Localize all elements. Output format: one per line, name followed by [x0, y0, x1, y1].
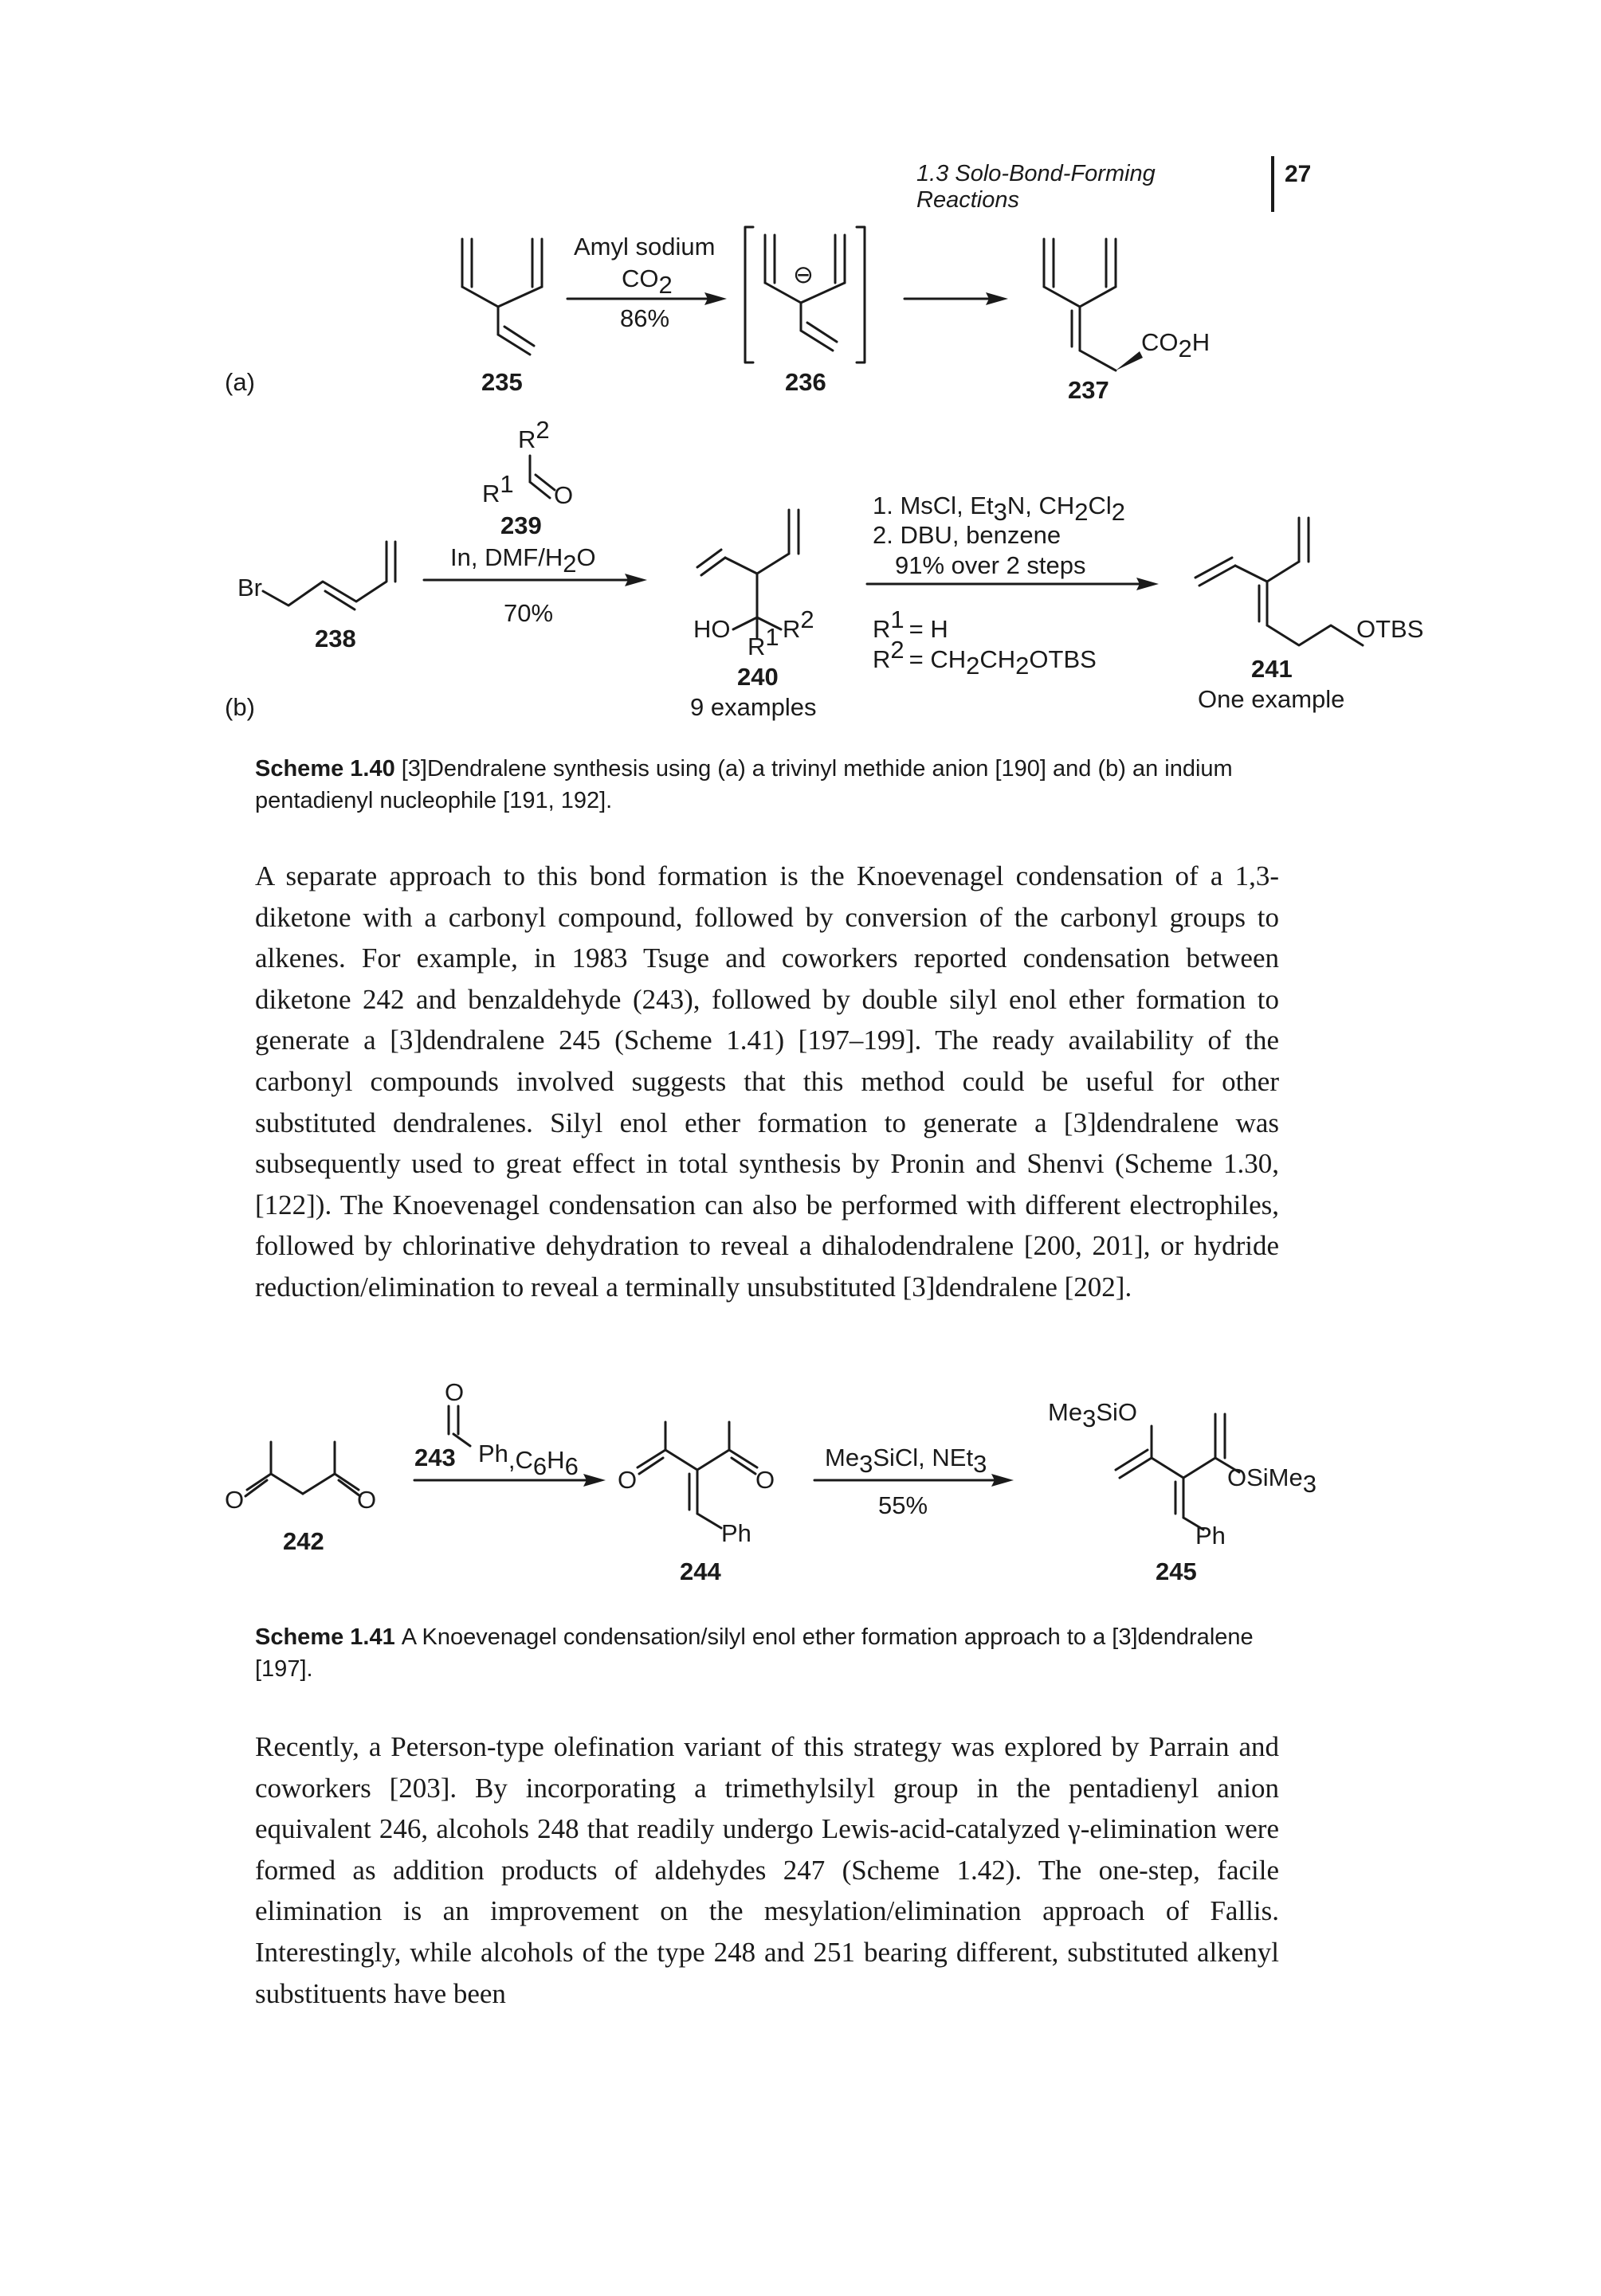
yield-c: 55%	[878, 1491, 928, 1519]
compound-243-label: 243	[414, 1444, 456, 1471]
paragraph-1-text: A separate approach to this bond formati…	[255, 860, 1279, 1303]
compound-244-label: 244	[680, 1557, 721, 1585]
examples-240: 9 examples	[690, 693, 817, 721]
oxygen-244-right: O	[755, 1466, 775, 1494]
scheme-1-41: O O 242 O 243 Ph,C6H6 O O Ph 244 Me3SiCl…	[225, 1378, 1317, 1585]
compound-237-label: 237	[1068, 376, 1109, 404]
step-1: 1. MsCl, Et3N, CH2Cl2	[873, 492, 1125, 526]
co2h-group: CO2H	[1141, 328, 1210, 362]
header-rule	[1271, 156, 1274, 212]
oxygen-239: O	[554, 481, 573, 509]
r2-label-239: R2	[518, 416, 550, 453]
reagent-amyl-sodium: Amyl sodium	[574, 233, 715, 261]
structure-237	[1042, 237, 1117, 372]
paragraph-2: Recently, a Peterson-type olefination va…	[255, 1726, 1279, 2014]
structure-238	[261, 540, 397, 611]
paragraph-2-text: Recently, a Peterson-type olefination va…	[255, 1731, 1279, 2009]
structure-239	[528, 454, 556, 500]
bond-243	[452, 1432, 472, 1448]
compound-236-label: 236	[785, 368, 826, 396]
page-number: 27	[1285, 161, 1312, 187]
arrowhead-a1	[704, 292, 727, 305]
step-2: 2. DBU, benzene	[873, 521, 1061, 549]
phenyl-245: Ph	[1195, 1522, 1226, 1550]
reagent-tmscl: Me3SiCl, NEt3	[825, 1444, 987, 1478]
compound-235-label: 235	[481, 368, 523, 396]
structure-242	[244, 1440, 362, 1498]
reagent-indium: In, DMF/H2O	[450, 543, 596, 578]
arrowhead-c1	[583, 1474, 606, 1487]
structure-236	[744, 225, 866, 364]
yield-b: 70%	[504, 599, 553, 627]
compound-242-label: 242	[283, 1527, 324, 1555]
r2-label-240: R2	[783, 605, 814, 643]
compound-241-label: 241	[1251, 655, 1293, 683]
oxygen-242-left: O	[225, 1486, 244, 1514]
r2-definition: R2= CH2CH2OTBS	[873, 636, 1097, 680]
oxygen-242-right: O	[357, 1486, 376, 1514]
examples-241: One example	[1198, 685, 1344, 713]
part-b-label: (b)	[225, 693, 255, 721]
yield-a: 86%	[620, 304, 669, 332]
structure-245	[1114, 1412, 1241, 1531]
scheme-1-40: (a) 235 Amyl sodium CO2 86% ⊖ 236 CO2H 2…	[225, 225, 1423, 721]
wedge-bond-237	[1116, 351, 1143, 370]
section-title: 1.3 Solo-Bond-Forming Reactions	[916, 161, 1156, 213]
osime3-245: OSiMe3	[1227, 1463, 1317, 1498]
compound-239-label: 239	[500, 511, 542, 539]
trimethylsilyloxy-245: Me3SiO	[1048, 1398, 1137, 1432]
caption-label: Scheme 1.40	[255, 756, 395, 782]
r1-definition: R1= H	[873, 605, 948, 643]
anion-symbol: ⊖	[793, 261, 814, 288]
phenyl-243: Ph,C6H6	[478, 1440, 579, 1480]
r1-label-239: R1	[482, 470, 514, 507]
phenyl-244: Ph	[721, 1519, 751, 1547]
scheme-1-40-caption: Scheme 1.40[3]Dendralene synthesis using…	[255, 753, 1283, 817]
caption-text: [3]Dendralene synthesis using (a) a triv…	[255, 756, 1233, 813]
arrowhead-a2	[986, 292, 1008, 305]
r1-label-240: R1	[748, 623, 779, 660]
part-a-label: (a)	[225, 368, 255, 396]
compound-245-label: 245	[1156, 1557, 1197, 1585]
oxygen-244-left: O	[618, 1466, 637, 1494]
paragraph-1: A separate approach to this bond formati…	[255, 856, 1279, 1308]
structure-241	[1194, 516, 1364, 647]
arrowhead-b2	[1136, 578, 1159, 590]
arrowhead-c2	[991, 1474, 1014, 1487]
structure-244	[636, 1420, 759, 1530]
step-3: 91% over 2 steps	[895, 551, 1086, 579]
otbs-241: OTBS	[1356, 615, 1423, 643]
hydroxyl-240: HO	[693, 615, 731, 643]
oxygen-243: O	[445, 1378, 464, 1406]
arrowhead-b1	[625, 574, 647, 586]
caption-label: Scheme 1.41	[255, 1624, 395, 1650]
running-header: 1.3 Solo-Bond-Forming Reactions 27	[916, 156, 1355, 213]
structure-235	[461, 237, 543, 356]
caption-text: A Knoevenagel condensation/silyl enol et…	[255, 1624, 1254, 1682]
structure-240	[696, 508, 800, 639]
bromine-238: Br	[237, 574, 262, 601]
compound-238-label: 238	[315, 625, 356, 652]
reagent-co2: CO2	[622, 264, 673, 299]
compound-240-label: 240	[737, 663, 779, 691]
